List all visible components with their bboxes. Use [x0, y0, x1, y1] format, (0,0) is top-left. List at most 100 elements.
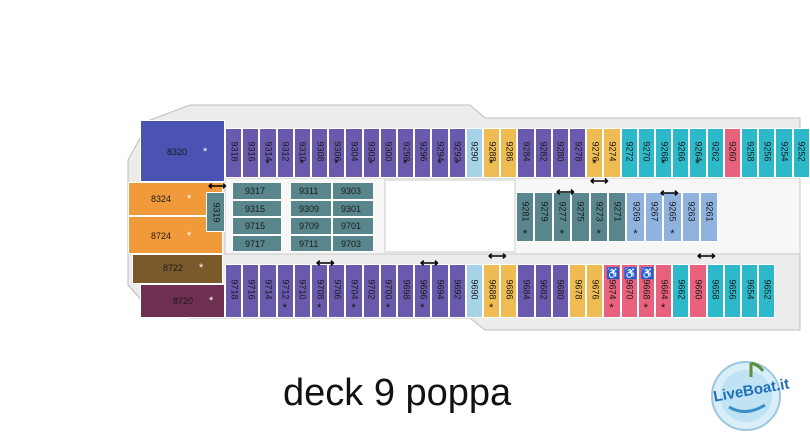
suite-8320[interactable]: 8320*: [140, 120, 225, 182]
cabin-9302[interactable]: 9302*: [362, 128, 380, 178]
cabin-9311[interactable]: 9311: [290, 182, 332, 200]
cabin-9298[interactable]: 9298*: [397, 128, 415, 178]
cabin-9678[interactable]: 9678: [569, 264, 587, 318]
cabin-9267[interactable]: 9267: [644, 192, 664, 242]
cabin-9312[interactable]: 9312: [276, 128, 294, 178]
cabin-9664[interactable]: 9664*: [655, 264, 673, 318]
cabin-9262[interactable]: 9262: [706, 128, 724, 178]
cabin-9301[interactable]: 9301: [332, 199, 374, 217]
cabin-9711[interactable]: 9711: [290, 234, 332, 252]
cabin-9273[interactable]: 9273*: [589, 192, 608, 242]
cabin-9303[interactable]: 9303: [332, 182, 374, 200]
cabin-9281[interactable]: 9281*: [516, 192, 535, 242]
cabin-9269[interactable]: 9269*: [626, 192, 645, 242]
cabin-9290[interactable]: 9290: [465, 128, 483, 178]
cabin-9276[interactable]: 9276*: [586, 128, 604, 178]
cabin-9692[interactable]: 9692: [448, 264, 466, 318]
cabin-9275[interactable]: 9275: [571, 192, 590, 242]
cabin-9709[interactable]: 9709: [290, 217, 332, 235]
cabin-9318[interactable]: 9318: [225, 128, 243, 178]
cabin-9272[interactable]: 9272: [620, 128, 638, 178]
cabin-9690[interactable]: 9690: [465, 264, 483, 318]
cabin-9688[interactable]: 9688*: [483, 264, 501, 318]
cabin-9265[interactable]: 9265*: [663, 192, 682, 242]
cabin-9319[interactable]: 9319: [206, 192, 225, 232]
cabin-9714[interactable]: 9714: [259, 264, 277, 318]
cabin-9309[interactable]: 9309: [290, 199, 332, 217]
cabin-9286[interactable]: 9286: [500, 128, 518, 178]
cabin-9258[interactable]: 9258: [741, 128, 759, 178]
suite-8722[interactable]: 8722*: [132, 254, 223, 284]
cabin-9676[interactable]: 9676: [586, 264, 604, 318]
cabin-9660[interactable]: 9660: [689, 264, 707, 318]
cabin-9268[interactable]: 9268*: [655, 128, 673, 178]
cabin-9694[interactable]: 9694: [431, 264, 449, 318]
cabin-number: 9703: [341, 238, 362, 249]
cabin-9314[interactable]: 9314*: [259, 128, 277, 178]
cabin-9704[interactable]: 9704*: [345, 264, 363, 318]
cabin-9277[interactable]: 9277*: [552, 192, 572, 242]
cabin-number: 9682: [538, 279, 549, 300]
cabin-9270[interactable]: 9270: [637, 128, 655, 178]
cabin-9317[interactable]: 9317: [232, 182, 282, 200]
cabin-9706[interactable]: 9706: [328, 264, 346, 318]
cabin-9717[interactable]: 9717: [232, 234, 282, 252]
cabin-9256[interactable]: 9256: [758, 128, 776, 178]
cabin-9715[interactable]: 9715: [232, 217, 282, 235]
cabin-9703[interactable]: 9703: [332, 234, 374, 252]
cabin-9300[interactable]: 9300: [379, 128, 397, 178]
cabin-9680[interactable]: 9680: [551, 264, 569, 318]
cabin-9315[interactable]: 9315: [232, 199, 282, 217]
cabin-9306[interactable]: 9306*: [328, 128, 346, 178]
cabin-9684[interactable]: 9684: [517, 264, 535, 318]
cabin-9702[interactable]: 9702: [362, 264, 380, 318]
cabin-9261[interactable]: 9261: [700, 192, 719, 242]
cabin-9263[interactable]: 9263: [681, 192, 700, 242]
cabin-9656[interactable]: 9656: [723, 264, 741, 318]
cabin-9288[interactable]: 9288*: [483, 128, 501, 178]
cabin-9686[interactable]: 9686: [500, 264, 518, 318]
cabin-9700[interactable]: 9700*: [379, 264, 397, 318]
cabin-9282[interactable]: 9282: [534, 128, 552, 178]
cabin-9712[interactable]: 9712*: [276, 264, 294, 318]
cabin-9682[interactable]: 9682: [534, 264, 552, 318]
cabin-9674[interactable]: 9674*♿: [603, 264, 621, 318]
cabin-number: 9718: [229, 279, 240, 300]
cabin-9654[interactable]: 9654: [741, 264, 759, 318]
cabin-9698[interactable]: 9698: [397, 264, 415, 318]
cabin-9296[interactable]: 9296: [414, 128, 432, 178]
cabin-number: 9258: [745, 141, 756, 162]
cabin-9304[interactable]: 9304: [345, 128, 363, 178]
cabin-9294[interactable]: 9294*: [431, 128, 449, 178]
cabin-9708[interactable]: 9708*: [311, 264, 329, 318]
cabin-9658[interactable]: 9658: [706, 264, 724, 318]
cabin-9254[interactable]: 9254: [775, 128, 793, 178]
star-marker: *: [209, 295, 214, 307]
cabin-9278[interactable]: 9278: [569, 128, 587, 178]
cabin-9670[interactable]: 9670♿: [620, 264, 638, 318]
cabin-9308[interactable]: 9308: [311, 128, 329, 178]
cabin-9252[interactable]: 9252: [792, 128, 810, 178]
cabin-9266[interactable]: 9266: [672, 128, 690, 178]
cabin-9710[interactable]: 9710: [293, 264, 311, 318]
cabin-9718[interactable]: 9718: [225, 264, 243, 318]
cabin-9271[interactable]: 9271: [608, 192, 627, 242]
cabin-9662[interactable]: 9662: [672, 264, 690, 318]
cabin-9701[interactable]: 9701: [332, 217, 374, 235]
cabin-9279[interactable]: 9279: [534, 192, 553, 242]
cabin-9264[interactable]: 9264*: [689, 128, 707, 178]
cabin-number: 9710: [297, 279, 308, 300]
connecting-arrow-icon: ⟷: [420, 255, 439, 270]
cabin-9668[interactable]: 9668*♿: [637, 264, 655, 318]
cabin-9284[interactable]: 9284: [517, 128, 535, 178]
cabin-9260[interactable]: 9260: [723, 128, 741, 178]
cabin-9316[interactable]: 9316: [242, 128, 260, 178]
cabin-9274[interactable]: 9274: [603, 128, 621, 178]
cabin-9716[interactable]: 9716: [242, 264, 260, 318]
cabin-9280[interactable]: 9280: [551, 128, 569, 178]
suite-8720[interactable]: 8720*: [140, 284, 225, 318]
cabin-9310[interactable]: 9310*: [293, 128, 311, 178]
cabin-9696[interactable]: 9696*: [414, 264, 432, 318]
cabin-9652[interactable]: 9652: [758, 264, 776, 318]
cabin-9292[interactable]: 9292*: [448, 128, 466, 178]
